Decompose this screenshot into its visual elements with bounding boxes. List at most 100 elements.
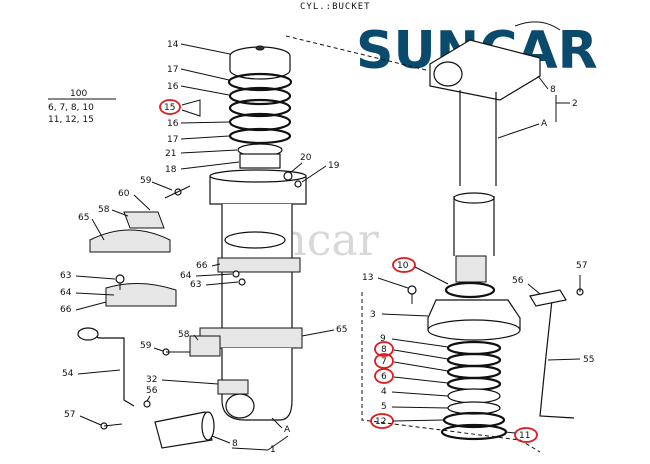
diagram-title: CYL.:BUCKET	[300, 2, 371, 12]
leader-18	[180, 161, 240, 170]
piston-body	[229, 56, 291, 80]
callout-63b: 63	[60, 271, 71, 281]
leader-8a	[211, 435, 231, 444]
rod-cover-base	[427, 319, 521, 341]
callout-55: 55	[583, 355, 594, 365]
bolt-64-head-icon	[232, 270, 240, 278]
leader-59	[151, 181, 173, 191]
right-assembly	[285, 35, 584, 453]
leader-66b	[75, 301, 107, 311]
highlight-8	[374, 341, 394, 357]
leader-8b	[537, 75, 549, 90]
leader-57a	[79, 415, 102, 426]
leader-55	[547, 358, 581, 361]
callout-8c: 8	[381, 345, 387, 355]
kit-note: 100 6, 7, 8, 10 11, 12, 15	[48, 89, 116, 125]
leader-56b	[527, 283, 541, 295]
piston-rod-upper	[459, 90, 497, 186]
callout-20: 20	[300, 153, 312, 163]
bushing-8-end	[201, 411, 215, 441]
leader-17b	[180, 135, 230, 140]
callout-64a: 64	[180, 271, 192, 281]
callout-17b: 17	[167, 135, 178, 145]
callout-21: 21	[165, 149, 176, 159]
callout-A-left: A	[284, 425, 291, 435]
bracket-60	[123, 211, 165, 229]
piston-rod-lower	[453, 196, 495, 256]
leader-13	[377, 277, 409, 289]
bolt-57-shank	[103, 423, 123, 427]
fitting-20-icon	[283, 171, 293, 181]
tube-band	[224, 231, 286, 249]
fitting-19-icon	[294, 180, 302, 188]
leader-64b	[75, 292, 115, 296]
ring-17a	[227, 72, 293, 92]
callout-17a: 17	[167, 65, 178, 75]
callout-58b: 58	[178, 330, 190, 340]
callout-6: 6	[381, 372, 387, 382]
leader-59b	[153, 347, 164, 352]
leader-5	[391, 406, 449, 409]
callout-13: 13	[362, 273, 373, 283]
leader-19	[301, 165, 327, 183]
rod-threads	[455, 255, 487, 283]
bracket-32	[217, 379, 249, 395]
leader-12	[392, 419, 445, 422]
kit-note-line3: 11, 12, 15	[48, 115, 94, 125]
ring-6	[446, 376, 502, 392]
callout-5: 5	[381, 402, 387, 412]
leader-16b	[180, 121, 230, 124]
ring-16a	[228, 86, 292, 106]
leader-63b	[75, 275, 116, 280]
washer-56-icon	[143, 400, 151, 408]
callout-4: 4	[381, 387, 387, 397]
clamp-66-upper	[217, 257, 301, 273]
callout-56b: 56	[512, 276, 524, 286]
leader-2	[555, 95, 570, 122]
assembly-leader-dashed	[361, 292, 541, 453]
ring-8	[446, 352, 502, 368]
callout-2: 2	[572, 99, 578, 109]
callout-19: 19	[328, 161, 340, 171]
leader-15	[181, 99, 201, 117]
callout-9: 9	[380, 334, 386, 344]
leader-54	[77, 369, 121, 375]
callout-58: 58	[98, 205, 110, 215]
callout-65b: 65	[336, 325, 347, 335]
highlight-15	[159, 99, 181, 115]
clamp-65-left	[89, 229, 171, 253]
bracket-58-lower	[189, 335, 221, 357]
callout-1: 1	[270, 445, 276, 455]
leader-6	[393, 376, 449, 384]
leader-21	[180, 149, 238, 154]
callout-56a: 56	[146, 386, 158, 396]
callout-12: 12	[375, 417, 386, 427]
callout-14: 14	[167, 40, 179, 50]
leader-63a	[205, 281, 239, 286]
clamp-66-left	[105, 282, 177, 307]
bolt-59-shank	[164, 185, 191, 199]
leader-9	[391, 338, 449, 348]
callout-10: 10	[397, 261, 409, 271]
leader-56a	[146, 395, 151, 402]
callout-16b: 16	[167, 119, 179, 129]
callout-7: 7	[381, 357, 387, 367]
kit-note-line1: 100	[70, 89, 87, 99]
pipe-54-fitting	[77, 327, 99, 341]
bolts-left	[100, 171, 302, 430]
callout-66a: 66	[196, 261, 208, 271]
cylinder-head-top	[209, 169, 307, 183]
leader-65a	[91, 218, 105, 241]
callout-32: 32	[146, 375, 157, 385]
ring-4	[447, 388, 501, 404]
leader-58b	[193, 334, 199, 341]
kit-note-line2: 6, 7, 8, 10	[48, 103, 94, 113]
leader-65b	[301, 329, 335, 337]
callouts: 14 17 16 15 16 17 21 18 20 19 59 60 58 6…	[60, 40, 594, 455]
highlight-11	[514, 427, 538, 443]
leader-A-right	[497, 123, 540, 139]
pipe-55-flange	[529, 289, 567, 307]
highlight-10	[392, 257, 416, 273]
